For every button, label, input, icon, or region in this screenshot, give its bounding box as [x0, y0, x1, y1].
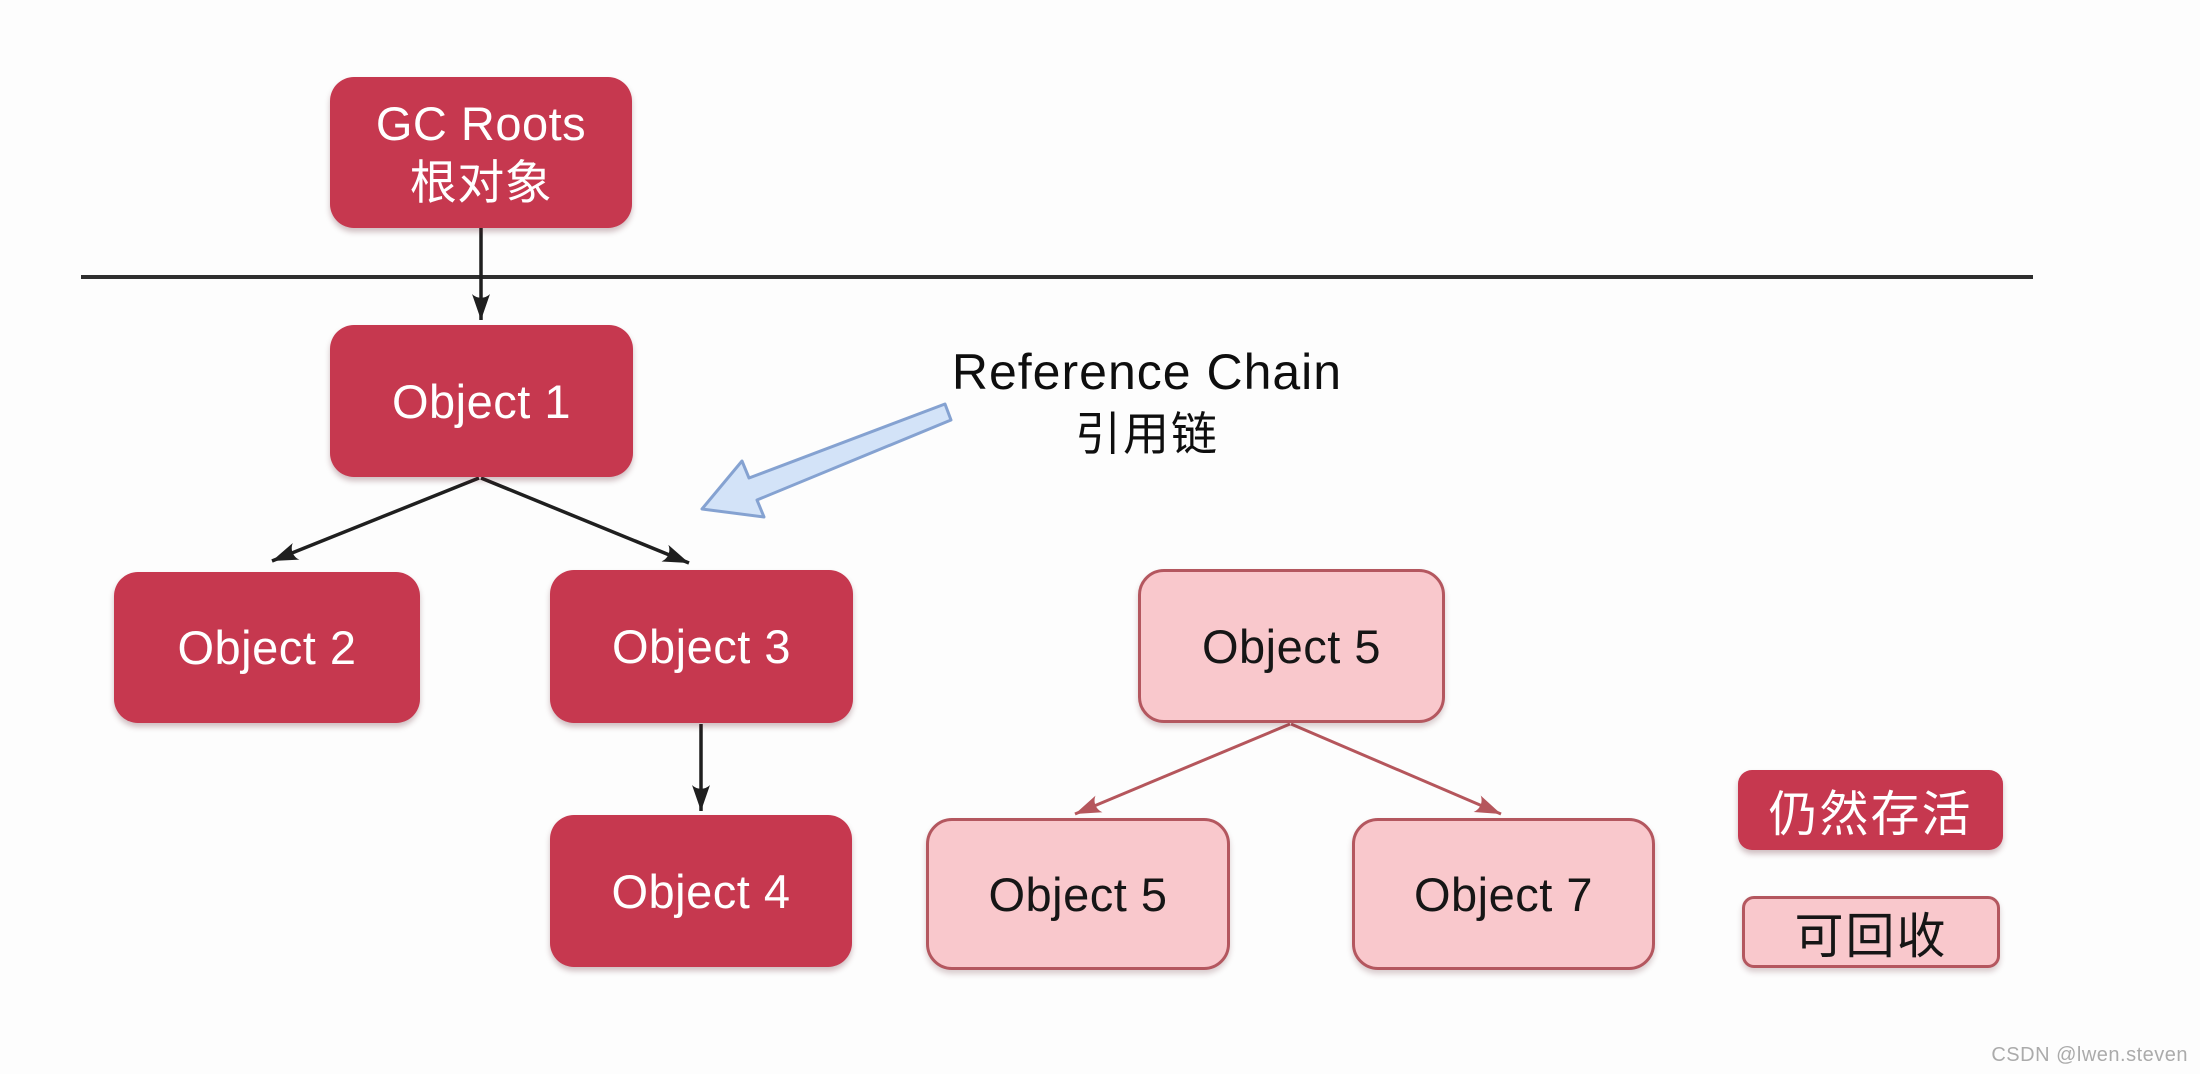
node-object5-child: Object 5	[926, 818, 1230, 970]
reference-chain-label-zh: 引用链	[1075, 408, 1219, 460]
object2-label: Object 2	[177, 621, 357, 674]
reference-chain-arrow-icon	[700, 402, 953, 519]
object5-child-label: Object 5	[988, 867, 1168, 921]
reference-chain-label-en: Reference Chain	[951, 344, 1343, 400]
gc-roots-label-en: GC Roots	[375, 96, 587, 150]
node-gc-roots: GC Roots 根对象	[330, 77, 632, 228]
node-object7: Object 7	[1352, 818, 1655, 970]
legend-still-alive: 仍然存活	[1738, 770, 2003, 850]
edge-object5-to-object7	[1290, 722, 1502, 816]
edge-object1-to-object2	[271, 476, 480, 563]
object7-label: Object 7	[1413, 867, 1594, 921]
object1-label: Object 1	[391, 374, 572, 428]
watermark: CSDN @lwen.steven	[1991, 1044, 2188, 1066]
legend-recyclable-label: 可回收	[1794, 909, 1948, 964]
object5-parent-label: Object 5	[1201, 619, 1382, 673]
node-object4: Object 4	[550, 815, 852, 967]
legend-recyclable: 可回收	[1742, 896, 2000, 968]
edge-object1-to-object3	[480, 476, 690, 565]
gc-roots-label-zh: 根对象	[409, 155, 553, 209]
object4-label: Object 4	[611, 864, 791, 918]
node-object3: Object 3	[550, 570, 853, 723]
edge-object5-to-object5child	[1074, 722, 1291, 816]
node-object2: Object 2	[114, 572, 420, 723]
reference-chain-annotation: Reference Chain 引用链	[897, 344, 1397, 462]
legend-still-alive-label: 仍然存活	[1768, 787, 1973, 842]
node-object1: Object 1	[330, 325, 633, 477]
node-object5-parent: Object 5	[1138, 569, 1445, 723]
object3-label: Object 3	[611, 620, 792, 673]
